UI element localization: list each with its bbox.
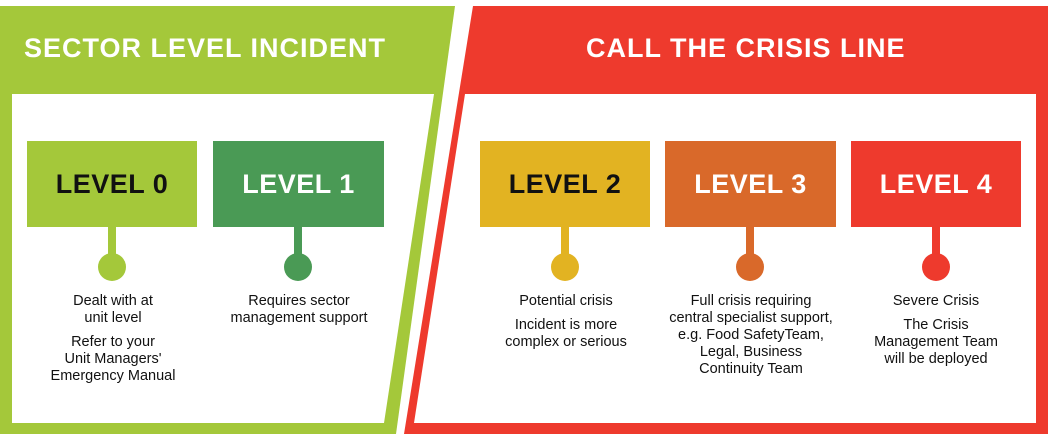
level-2-marker: [551, 253, 579, 281]
level-2-connector: [561, 227, 569, 261]
level-4-connector: [932, 227, 940, 261]
level-2-description-paragraph: Potential crisis: [519, 293, 613, 309]
level-0-box: LEVEL 0: [27, 141, 197, 227]
level-1-marker: [284, 253, 312, 281]
level-3-label: LEVEL 3: [694, 168, 807, 199]
level-2-label: LEVEL 2: [508, 168, 622, 199]
level-3-box: LEVEL 3: [665, 141, 836, 227]
level-0-marker: [98, 253, 126, 281]
level-2-box: LEVEL 2: [480, 141, 650, 227]
level-0-connector: [108, 227, 116, 261]
call-crisis-line-title: CALL THE CRISIS LINE: [586, 33, 906, 63]
level-1-box: LEVEL 1: [213, 141, 384, 227]
sector-level-incident-title: SECTOR LEVEL INCIDENT: [24, 33, 387, 63]
level-4-description-paragraph: Severe Crisis: [892, 293, 980, 309]
level-3-connector: [746, 227, 754, 261]
level-0-label: LEVEL 0: [55, 168, 169, 199]
level-4-box: LEVEL 4: [851, 141, 1021, 227]
level-1-connector: [294, 227, 302, 261]
level-4-marker: [922, 253, 950, 281]
level-1-label: LEVEL 1: [242, 168, 355, 199]
level-3-marker: [736, 253, 764, 281]
level-4-label: LEVEL 4: [879, 168, 993, 199]
